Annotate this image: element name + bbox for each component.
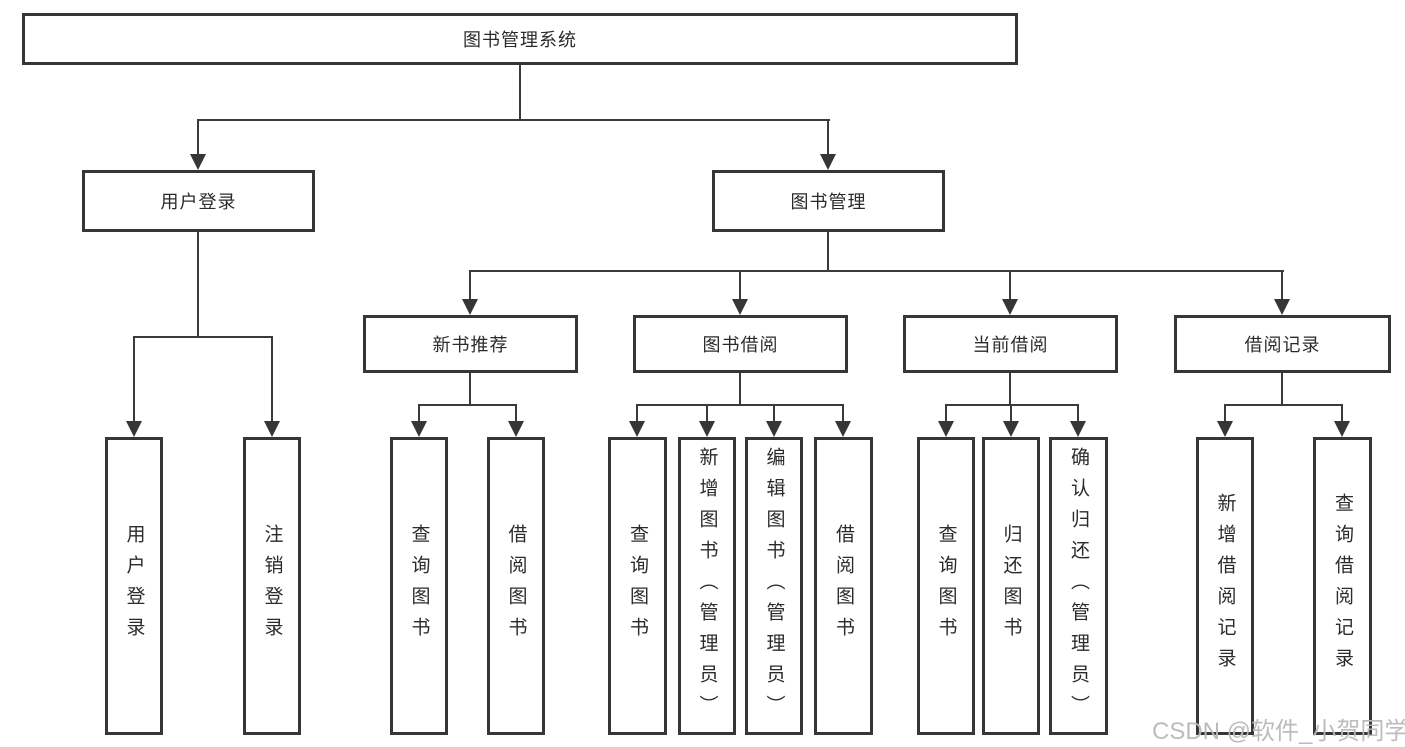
connector-level3-bus	[469, 270, 1284, 272]
leaf-borrowing-query-books: 查询图书	[608, 437, 667, 735]
node-book-borrowing: 图书借阅	[633, 315, 848, 373]
arrowhead-cb-query	[938, 421, 954, 437]
leaf-records-add-record-label: 新增借阅记录	[1214, 493, 1236, 679]
connector-recommend-stem	[469, 373, 471, 406]
leaf-records-query-record: 查询借阅记录	[1313, 437, 1372, 735]
leaf-borrowing-add-books-admin: 新增图书（管理员）	[678, 437, 736, 735]
leaf-borrowing-query-books-label: 查询图书	[627, 524, 648, 648]
leaf-borrowing-borrow-books: 借阅图书	[814, 437, 873, 735]
connector-login-bus	[133, 336, 273, 338]
connector-current-bus	[945, 404, 1079, 406]
node-current-borrowing: 当前借阅	[903, 315, 1118, 373]
node-root: 图书管理系统	[22, 13, 1018, 65]
csdn-watermark: CSDN @软件_小贺同学	[1152, 718, 1405, 745]
connector-drop-book-management	[827, 119, 829, 156]
connector-user-login-stem	[197, 232, 199, 338]
arrowhead-bb-edit	[766, 421, 782, 437]
connector-recommend-bus	[418, 404, 517, 406]
arrowhead-cb-return	[1003, 421, 1019, 437]
leaf-current-return-books-label: 归还图书	[1000, 524, 1022, 648]
node-user-login: 用户登录	[82, 170, 315, 232]
connector-root-stem	[519, 65, 521, 121]
connector-drop-bb-query	[636, 404, 638, 423]
connector-drop-br-query	[1341, 404, 1343, 423]
leaf-recommend-borrow-books: 借阅图书	[487, 437, 545, 735]
arrowhead-rec-query	[411, 421, 427, 437]
leaf-recommend-query-books: 查询图书	[390, 437, 448, 735]
connector-drop-bb-borrow	[842, 404, 844, 423]
leaf-logout: 注销登录	[243, 437, 301, 735]
leaf-current-query-books-label: 查询图书	[935, 524, 957, 648]
connector-drop-rec-borrow	[515, 404, 517, 423]
arrowhead-leaf-logout	[264, 421, 280, 437]
connector-drop-user-login	[197, 119, 199, 156]
arrowhead-bb-query	[629, 421, 645, 437]
connector-borrowing-bus	[636, 404, 844, 406]
leaf-current-confirm-return-admin-label: 确认归还（管理员）	[1068, 446, 1089, 726]
connector-book-mgmt-stem	[827, 232, 829, 272]
connector-drop-book-borrowing	[739, 270, 741, 301]
node-book-management-label: 图书管理	[790, 192, 867, 212]
node-new-book-recommend-label: 新书推荐	[432, 335, 509, 355]
connector-drop-leaf-logout	[271, 336, 273, 423]
connector-records-bus	[1224, 404, 1343, 406]
connector-drop-cb-query	[945, 404, 947, 423]
node-new-book-recommend: 新书推荐	[363, 315, 578, 373]
leaf-user-login: 用户登录	[105, 437, 163, 735]
leaf-recommend-borrow-books-label: 借阅图书	[505, 524, 527, 648]
leaf-recommend-query-books-label: 查询图书	[408, 524, 430, 648]
connector-current-stem	[1009, 373, 1011, 406]
arrowhead-cb-confirm	[1070, 421, 1086, 437]
node-root-label: 图书管理系统	[463, 30, 577, 50]
arrowhead-user-login	[190, 154, 206, 170]
arrowhead-leaf-login	[126, 421, 142, 437]
node-borrowing-records: 借阅记录	[1174, 315, 1391, 373]
leaf-user-login-label: 用户登录	[123, 524, 145, 648]
connector-drop-cb-return	[1010, 404, 1012, 423]
connector-drop-bb-edit	[773, 404, 775, 423]
leaf-borrowing-add-books-admin-label: 新增图书（管理员）	[696, 446, 718, 726]
leaf-records-query-record-label: 查询借阅记录	[1332, 493, 1353, 679]
node-borrowing-records-label: 借阅记录	[1244, 335, 1321, 355]
connector-drop-leaf-login	[133, 336, 135, 423]
connector-level2-bus	[197, 119, 830, 121]
connector-borrowing-stem	[739, 373, 741, 406]
connector-drop-borrowing-records	[1281, 270, 1283, 301]
arrowhead-br-query	[1334, 421, 1350, 437]
connector-drop-new-book-recommend	[469, 270, 471, 301]
connector-drop-rec-query	[418, 404, 420, 423]
arrowhead-book-management	[820, 154, 836, 170]
arrowhead-br-add	[1217, 421, 1233, 437]
arrowhead-new-book-recommend	[462, 299, 478, 315]
arrowhead-rec-borrow	[508, 421, 524, 437]
node-current-borrowing-label: 当前借阅	[972, 335, 1049, 355]
arrowhead-bb-borrow	[835, 421, 851, 437]
arrowhead-book-borrowing	[732, 299, 748, 315]
arrowhead-current-borrowing	[1002, 299, 1018, 315]
connector-drop-bb-add	[706, 404, 708, 423]
connector-drop-br-add	[1224, 404, 1226, 423]
leaf-current-return-books: 归还图书	[982, 437, 1040, 735]
connector-records-stem	[1281, 373, 1283, 406]
node-user-login-label: 用户登录	[160, 192, 237, 212]
node-book-borrowing-label: 图书借阅	[702, 335, 779, 355]
arrowhead-borrowing-records	[1274, 299, 1290, 315]
connector-drop-current-borrowing	[1009, 270, 1011, 301]
leaf-current-confirm-return-admin: 确认归还（管理员）	[1049, 437, 1108, 735]
connector-drop-cb-confirm	[1077, 404, 1079, 423]
leaf-borrowing-edit-books-admin-label: 编辑图书（管理员）	[763, 446, 785, 726]
node-book-management: 图书管理	[712, 170, 945, 232]
arrowhead-bb-add	[699, 421, 715, 437]
leaf-borrowing-edit-books-admin: 编辑图书（管理员）	[745, 437, 803, 735]
leaf-current-query-books: 查询图书	[917, 437, 975, 735]
leaf-logout-label: 注销登录	[261, 524, 283, 648]
leaf-records-add-record: 新增借阅记录	[1196, 437, 1254, 735]
leaf-borrowing-borrow-books-label: 借阅图书	[833, 524, 854, 648]
